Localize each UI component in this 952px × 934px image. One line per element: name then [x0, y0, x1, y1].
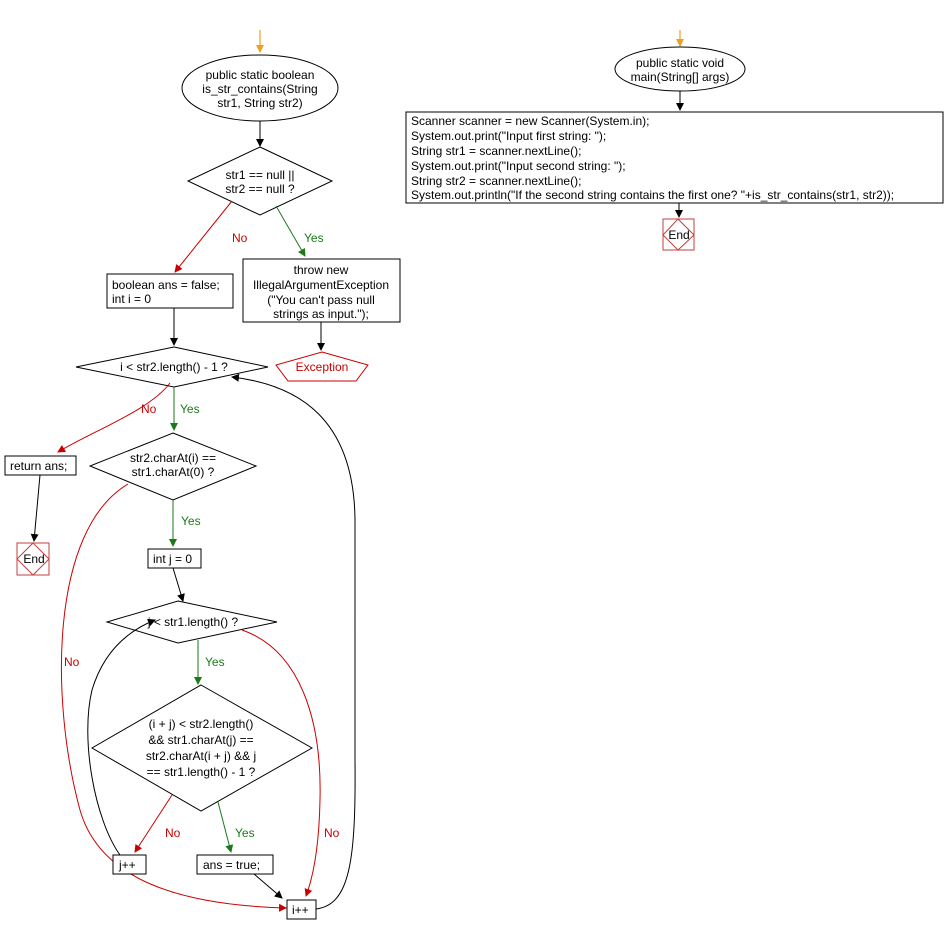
svg-text:public static boolean: public static boolean — [206, 68, 315, 82]
i-inc-text: i++ — [292, 903, 309, 917]
init-j-box: int j = 0 — [147, 548, 202, 569]
edge-big-yes — [217, 801, 234, 853]
init-line-2: int i = 0 — [112, 292, 151, 306]
edge-big-no — [134, 794, 173, 853]
throw-line-1: throw new — [294, 263, 349, 277]
edge-null-no — [174, 200, 233, 273]
i-increment-box: i++ — [286, 899, 317, 920]
big-check-line-4: == str1.length() - 1 ? — [147, 765, 256, 779]
loop-j-decision: j < str1.length() ? — [105, 600, 278, 644]
edge-loopi-no — [57, 382, 171, 453]
j-increment-box: j++ — [112, 854, 147, 875]
edge-null-yes — [275, 205, 306, 257]
throw-line-2: IllegalArgumentException — [253, 278, 389, 292]
svg-text:is_str_contains(String: is_str_contains(String — [202, 82, 317, 96]
start-node-is-str-contains: public static boolean is_str_contains(St… — [181, 54, 339, 122]
edge-initj-to-loopj — [172, 567, 185, 602]
main-line-6: System.out.println("If the second string… — [411, 188, 894, 202]
start-line-1: public static boolean — [206, 68, 315, 82]
char-no-label: No — [64, 655, 80, 669]
throw-line-4: strings as input."); — [273, 307, 369, 321]
return-text: return ans; — [10, 459, 67, 473]
edge-loopj-no — [241, 629, 321, 897]
null-check-line-1: str1 == null || — [226, 168, 295, 182]
main-line-1: Scanner scanner = new Scanner(System.in)… — [411, 114, 649, 128]
char-check-line-1: str2.charAt(i) == — [130, 451, 216, 465]
big-check-decision: (i + j) < str2.length() && str1.charAt(j… — [91, 684, 314, 812]
main-start-line-1: public static void — [636, 56, 724, 70]
edge-iinc-to-loopi — [231, 373, 356, 910]
char-check-decision: str2.charAt(i) == str1.charAt(0) ? — [88, 432, 258, 501]
big-check-line-1: (i + j) < str2.length() — [149, 717, 254, 731]
init-box: boolean ans = false; int i = 0 — [106, 273, 234, 309]
big-no-label: No — [165, 826, 181, 840]
end-node-right: End — [662, 218, 695, 251]
edge-char-no — [60, 483, 287, 912]
return-box: return ans; — [4, 455, 77, 476]
svg-text:str1, String str2): str1, String str2) — [217, 96, 302, 110]
start-line-3: str1, String str2) — [217, 96, 302, 110]
main-start-line-2: main(String[] args) — [631, 70, 730, 84]
exception-node: Exception — [275, 351, 369, 382]
ans-true-box: ans = true; — [196, 854, 274, 875]
main-line-3: String str1 = scanner.nextLine(); — [411, 144, 581, 158]
loopi-yes-label: Yes — [180, 402, 200, 416]
start-line-2: is_str_contains(String — [202, 82, 317, 96]
throw-box: throw new IllegalArgumentException ("You… — [242, 258, 401, 323]
j-inc-text: j++ — [118, 858, 136, 872]
ans-true-text: ans = true; — [203, 858, 260, 872]
end-node-left: End — [16, 542, 50, 576]
end-left-label: End — [23, 552, 44, 566]
loopi-no-label: No — [141, 402, 157, 416]
big-yes-label: Yes — [235, 826, 255, 840]
null-check-decision: str1 == null || str2 == null ? — [186, 146, 334, 216]
end-right-label: End — [668, 228, 689, 242]
loop-j-text: j < str1.length() ? — [147, 615, 239, 629]
edge-anstrue-to-iinc — [253, 873, 283, 899]
main-line-2: System.out.print("Input first string: ")… — [411, 129, 606, 143]
loop-i-text: i < str2.length() - 1 ? — [120, 360, 228, 374]
init-j-text: int j = 0 — [153, 552, 192, 566]
exception-label: Exception — [296, 360, 349, 374]
big-check-line-2: && str1.charAt(j) == — [148, 733, 253, 747]
char-check-line-2: str1.charAt(0) ? — [132, 465, 215, 479]
main-line-4: System.out.print("Input second string: "… — [411, 159, 626, 173]
start-node-main: public static void main(String[] args) — [614, 46, 746, 92]
main-body-box: Scanner scanner = new Scanner(System.in)… — [405, 111, 944, 204]
init-line-1: boolean ans = false; — [112, 278, 220, 292]
null-yes-label: Yes — [304, 231, 324, 245]
throw-line-3: ("You can't pass null — [267, 293, 375, 307]
edge-jinc-to-loopj — [87, 618, 156, 856]
null-check-line-2: str2 == null ? — [225, 182, 295, 196]
main-line-5: String str2 = scanner.nextLine(); — [411, 174, 581, 188]
loopj-no-label: No — [324, 826, 340, 840]
edge-return-to-end — [30, 474, 41, 542]
loopj-yes-label: Yes — [205, 655, 225, 669]
loop-i-decision: i < str2.length() - 1 ? — [75, 346, 269, 388]
char-yes-label: Yes — [181, 514, 201, 528]
null-no-label: No — [232, 231, 248, 245]
big-check-line-3: str2.charAt(i + j) && j — [146, 749, 256, 763]
